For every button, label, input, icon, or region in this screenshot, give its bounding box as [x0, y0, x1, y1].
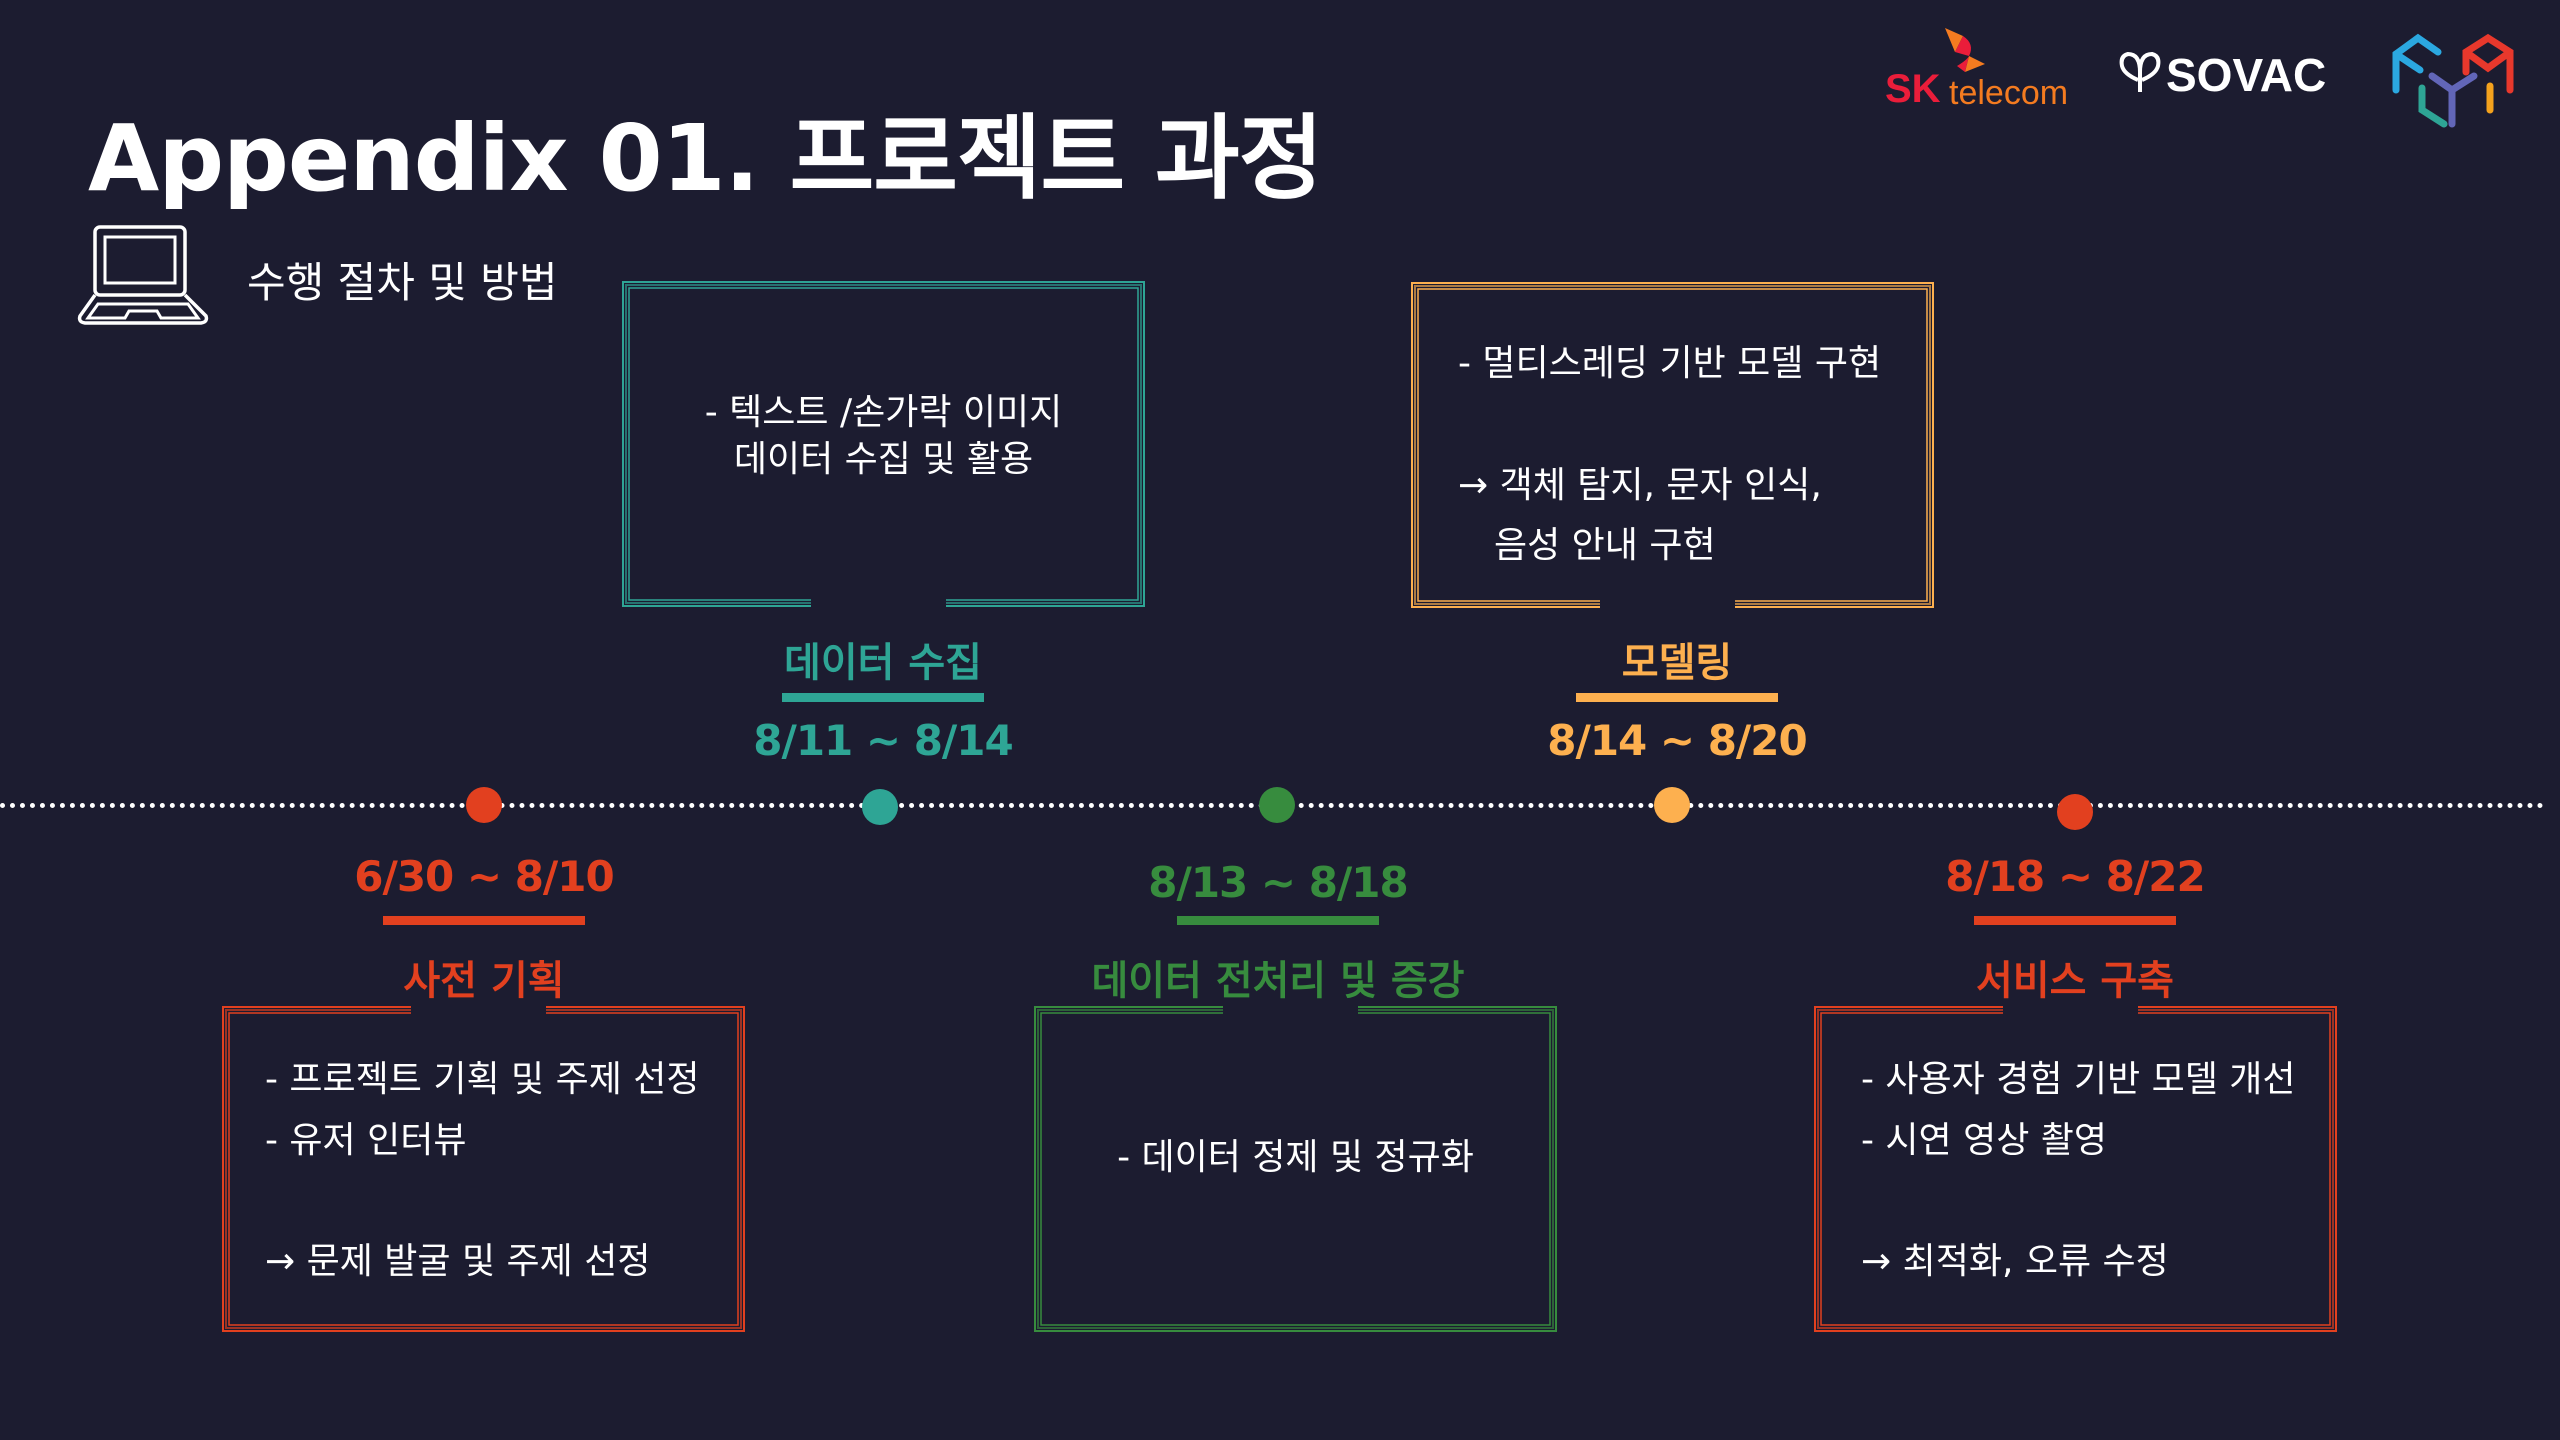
timeline-dot-preprocessing — [1259, 787, 1295, 823]
laptop-icon — [77, 225, 209, 325]
box-frame — [222, 1006, 745, 1332]
description-line — [1458, 402, 1935, 449]
phase-box-planning: - 프로젝트 기획 및 주제 선정 - 유저 인터뷰 → 문제 발굴 및 주제 선정 — [221, 1005, 746, 1333]
box-frame — [622, 281, 1145, 607]
page-title: Appendix 01. 프로젝트 과정 — [88, 105, 1323, 212]
phase-date-preprocessing: 8/13 ~ 8/18 — [1148, 858, 1408, 907]
sovac-logo: SOVAC — [2119, 49, 2326, 98]
phase-date-planning: 6/30 ~ 8/10 — [354, 852, 614, 901]
description-line: - 데이터 정제 및 정규화 — [1117, 1137, 1474, 1178]
description-line — [265, 1179, 746, 1226]
phase-underline-modeling — [1576, 693, 1778, 702]
phase-box-service: - 사용자 경험 기반 모델 개선 - 시연 영상 촬영 → 최적화, 오류 수정 — [1813, 1005, 2338, 1333]
timeline-dot-modeling — [1654, 787, 1690, 823]
box-frame — [1411, 282, 1934, 608]
phase-date-data-collection: 8/11 ~ 8/14 — [753, 716, 1013, 765]
description-line — [1861, 1179, 2338, 1226]
description-line: → 최적화, 오류 수정 — [1861, 1241, 2169, 1283]
description-line: → 객체 탐지, 문자 인식, — [1458, 464, 1822, 506]
phase-title-service: 서비스 구축 — [1976, 958, 2174, 1004]
phase-title-preprocessing: 데이터 전처리 및 증강 — [1091, 958, 1465, 1004]
description-line: - 유저 인터뷰 — [265, 1119, 467, 1161]
timeline-dot-planning — [466, 787, 502, 823]
phase-date-modeling: 8/14 ~ 8/20 — [1547, 716, 1807, 765]
phase-underline-service — [1974, 916, 2176, 925]
phase-underline-planning — [383, 916, 585, 925]
team-cube-logo — [2392, 33, 2514, 128]
phase-description: - 멀티스레딩 기반 모델 구현 → 객체 탐지, 문자 인식, 음성 안내 구현 — [1410, 281, 1935, 609]
box-frame — [1814, 1006, 2337, 1332]
description-line: 음성 안내 구현 — [1494, 525, 1716, 567]
phase-date-service: 8/18 ~ 8/22 — [1945, 852, 2205, 901]
section-subtitle: 수행 절차 및 방법 — [247, 258, 558, 307]
sovac-word: SOVAC — [2166, 49, 2326, 98]
description-line: - 시연 영상 촬영 — [1861, 1119, 2108, 1161]
timeline-dot-data-collection — [862, 789, 898, 825]
phase-title-data-collection: 데이터 수집 — [784, 640, 982, 686]
phase-description: - 데이터 정제 및 정규화 — [1033, 1005, 1558, 1333]
phase-box-modeling: - 멀티스레딩 기반 모델 구현 → 객체 탐지, 문자 인식, 음성 안내 구현 — [1410, 281, 1935, 609]
description-line: - 사용자 경험 기반 모델 개선 — [1861, 1059, 2296, 1100]
sk-mark: SK — [1885, 67, 1941, 108]
description-line: 데이터 수집 및 활용 — [733, 438, 1034, 480]
phase-title-modeling: 모델링 — [1621, 640, 1733, 686]
phase-underline-data-collection — [782, 693, 984, 702]
phase-underline-preprocessing — [1177, 916, 1379, 925]
phase-title-planning: 사전 기획 — [403, 958, 565, 1004]
box-frame — [1034, 1006, 1557, 1332]
sk-word: telecom — [1949, 74, 2068, 108]
description-line: - 멀티스레딩 기반 모델 구현 — [1458, 343, 1882, 384]
phase-box-preprocessing: - 데이터 정제 및 정규화 — [1033, 1005, 1558, 1333]
description-line: - 프로젝트 기획 및 주제 선정 — [265, 1059, 700, 1100]
phase-description: - 프로젝트 기획 및 주제 선정 - 유저 인터뷰 → 문제 발굴 및 주제 선정 — [221, 1005, 746, 1333]
sk-telecom-logo: SK telecom — [1885, 28, 2068, 108]
description-line: - 텍스트 /손가락 이미지 — [704, 392, 1063, 433]
description-line: → 문제 발굴 및 주제 선정 — [265, 1241, 651, 1283]
timeline-dot-service — [2057, 794, 2093, 830]
phase-description: - 사용자 경험 기반 모델 개선 - 시연 영상 촬영 → 최적화, 오류 수정 — [1813, 1005, 2338, 1333]
